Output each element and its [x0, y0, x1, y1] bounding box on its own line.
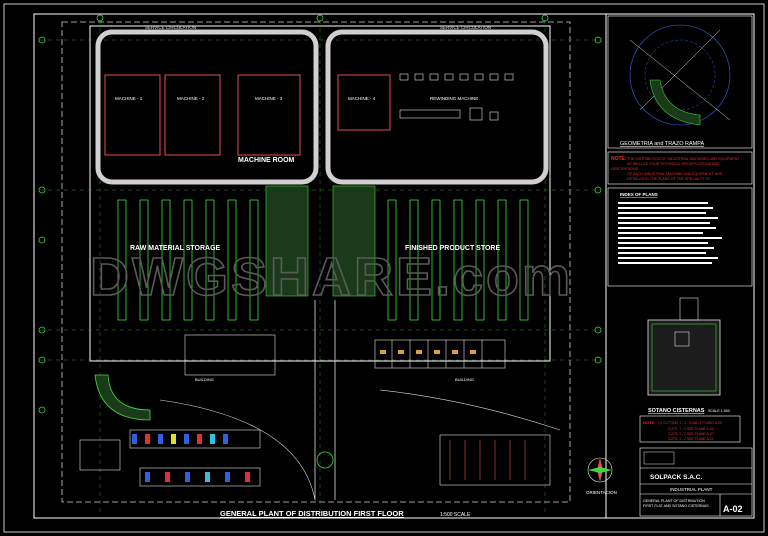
machine-2-label: MACHINE - 2	[177, 96, 205, 101]
note-line-4: OF EACH INDUSTRIAL MACHINE AND EQUIPMENT…	[627, 172, 723, 176]
raw-material-racks	[117, 199, 259, 321]
ramp-geometry	[629, 24, 731, 126]
sheet-desc-1: GENERAL PLANT OF DISTRIBUTION	[643, 499, 705, 503]
index-entries	[618, 202, 722, 264]
service-loop-right	[325, 29, 549, 185]
curved-building	[94, 374, 151, 421]
cuts-line-3: CUTS: 1 - 2 SEE PLANE A-07	[668, 432, 714, 436]
cistern-pump	[674, 331, 690, 347]
entry-roundabout	[316, 451, 334, 469]
building-outline	[89, 25, 551, 362]
index-box	[607, 187, 753, 287]
grid-bubbles	[38, 14, 602, 414]
service-circulation-right-label: SERVICE CIRCULATION	[440, 25, 491, 30]
machine-1-label: MACHINE - 1	[115, 96, 143, 101]
cistern-title: SOTANO CISTERNAS	[648, 408, 705, 414]
note-line-3: DESCRIPTIONS	[611, 167, 639, 171]
machine-4-box	[337, 74, 391, 131]
title-block-logo	[643, 451, 675, 465]
machine-4-label: MACHINE - 4	[348, 96, 376, 101]
cuts-line-4: CUTS: 1 - 2 SEE PLANE A-11	[668, 437, 713, 441]
guard-house	[79, 439, 121, 471]
machine-room: MACHINE - 1 MACHINE - 2 MACHINE - 3 MACH…	[104, 73, 514, 164]
machine-3-label: MACHINE - 3	[255, 96, 283, 101]
left-hatched-zone	[265, 185, 309, 297]
raw-material-label: RAW MATERIAL STORAGE	[130, 245, 221, 252]
ramp-box	[607, 15, 753, 149]
compass-icon	[587, 457, 613, 483]
machine-2-box	[164, 74, 221, 156]
note-line-2: AS WELL AS YOUR TECHNICAL SPECIFICATIONS…	[627, 162, 720, 166]
side-panel-frame	[605, 13, 755, 519]
company-name: SOLPACK S.A.C.	[650, 474, 702, 481]
project-name: INDUSTRIAL PLANT	[670, 487, 713, 492]
parking-area	[129, 429, 261, 487]
sheet-desc-2: FIRST FLAT AND SOTANO CISTERNAS	[643, 504, 709, 508]
finished-product-label: FINISHED PRODUCT STORE	[405, 245, 500, 252]
orientation-label: ORIENTACION	[586, 490, 617, 495]
site-boundary	[61, 21, 571, 503]
machine-1-box	[104, 74, 161, 156]
title-block	[639, 447, 753, 517]
cuts-label: NOTE:	[643, 420, 655, 425]
service-circulation-left-label: SERVICE CIRCULATION	[145, 25, 196, 30]
cistern-access	[679, 297, 699, 321]
building-label-2: BUILDING	[455, 377, 474, 382]
office-block	[184, 334, 506, 376]
note-line-1: THE DISTRIBUTION OF INDUSTRIAL MACHINES …	[627, 157, 740, 161]
curved-road	[159, 399, 316, 501]
loading-dock-lines	[449, 440, 526, 480]
main-scale: 1:500 SCALE	[440, 512, 471, 518]
note-box	[607, 151, 753, 185]
main-title: GENERAL PLANT OF DISTRIBUTION FIRST FLOO…	[220, 509, 404, 518]
rewinding-machine-label: REWINDING MACHINE	[430, 96, 478, 101]
machine-3-box	[237, 74, 301, 156]
loading-dock	[439, 434, 551, 486]
right-hatched-zone	[332, 185, 376, 297]
ramp-title: GEOMETRIA and TRAZO RAMPA	[620, 141, 704, 147]
building-label-1: BUILDING	[195, 377, 214, 382]
sheet-number: A-02	[723, 504, 743, 514]
cuts-line-1: (1) CUTTING 1 - 2 - 3 AND 4 PLANO A-05	[658, 421, 722, 425]
cistern-inner	[651, 323, 717, 392]
finished-product-racks	[387, 199, 529, 321]
note-line-5: DETAILED IN THE PLANS OF THE SPECIALTY O…	[627, 177, 711, 181]
outer-frame	[3, 3, 765, 533]
machine-room-label: MACHINE ROOM	[238, 157, 295, 164]
office-furniture	[380, 350, 476, 354]
cistern-scale: SCALE 1:500	[708, 409, 730, 413]
curved-road-right	[379, 389, 561, 431]
index-title: INDEX OF PLANS	[620, 192, 658, 197]
service-loop-left	[95, 29, 319, 185]
note-label: NOTE:	[611, 156, 627, 162]
cuts-box	[639, 415, 741, 443]
cistern-plan	[647, 319, 721, 396]
watermark: DWGSHARE.com	[90, 247, 573, 307]
cuts-line-2: CUTS: 1 - 2 SEE PLANE A-06	[668, 427, 714, 431]
